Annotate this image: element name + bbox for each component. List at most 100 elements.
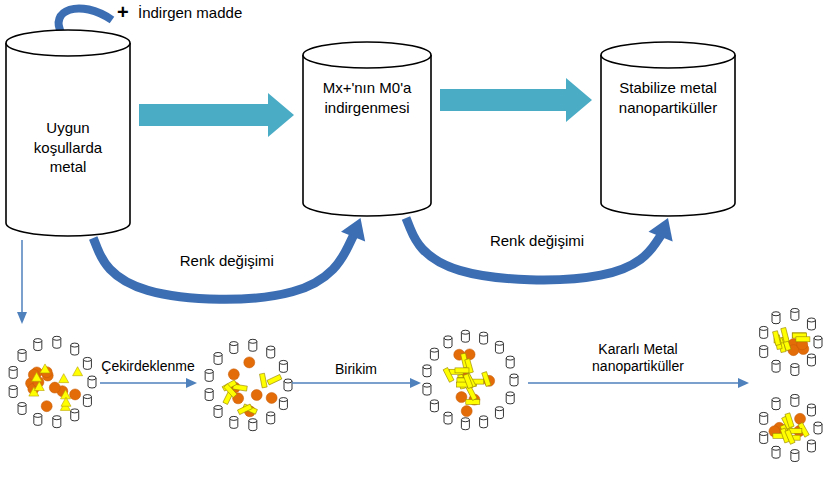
stabilizer-cylinder <box>83 395 91 407</box>
metal-ion <box>49 382 60 393</box>
step-arrow <box>528 382 740 384</box>
stabilizer-cylinder <box>760 412 768 424</box>
metal-atom <box>455 368 469 373</box>
stabilizer-cylinder <box>88 376 96 388</box>
step-arrowhead <box>738 378 749 388</box>
down-arrow <box>21 240 23 314</box>
stabilizer-cylinder <box>430 348 438 360</box>
stabilizer-cylinder <box>71 409 79 421</box>
diagram-label: + <box>117 0 129 24</box>
stabilizer-cylinder <box>791 394 799 406</box>
node-text: Stabilize metal nanopartiküller <box>610 78 726 117</box>
stabilizer-cylinder <box>205 389 213 401</box>
metal-atom <box>267 374 282 384</box>
stabilizer-cylinder <box>423 365 431 377</box>
stabilizer-cylinder <box>814 422 822 434</box>
flow-arrow <box>440 78 592 122</box>
stabilizer-cylinder <box>9 366 17 378</box>
arrowhead <box>649 218 673 241</box>
stabilizer-cylinder <box>230 416 238 428</box>
metal-atom <box>443 368 454 383</box>
metal-ion <box>251 389 262 400</box>
step-arrowhead <box>410 378 421 388</box>
stabilizer-cylinder <box>430 400 438 412</box>
diagram-label: Birikim <box>335 361 377 378</box>
stabilizer-cylinder <box>760 326 768 338</box>
stabilizer-cylinder <box>772 446 780 458</box>
stabilizer-cylinder <box>506 392 514 404</box>
edge-label: Renk değişimi <box>487 232 587 250</box>
stabilizer-cylinder <box>495 341 503 353</box>
block-arrow <box>139 93 294 137</box>
stabilizer-cylinder <box>807 404 815 416</box>
metal-atom <box>796 337 810 342</box>
stabilizer-cylinder <box>791 450 799 462</box>
stabilizer-cylinder <box>214 406 222 418</box>
reductant-triangle <box>32 372 42 381</box>
metal-atom <box>773 331 781 346</box>
reductant-triangle <box>73 367 83 376</box>
stabilizer-cylinder <box>71 343 79 355</box>
stabilizer-cylinder <box>18 403 26 415</box>
stabilizer-cylinder <box>772 360 780 372</box>
reductant-triangle <box>61 397 71 406</box>
arrowhead <box>341 218 365 241</box>
block-arrow <box>440 78 592 122</box>
stabilizer-cylinder <box>506 356 514 368</box>
particle-cluster <box>760 308 822 375</box>
metal-atom <box>224 384 237 398</box>
step-arrowhead <box>186 378 197 388</box>
stabilizer-cylinder <box>18 349 26 361</box>
stabilizer-cylinder <box>444 336 452 348</box>
particle-clusters <box>9 308 822 461</box>
metal-ion <box>41 401 52 412</box>
edge-label: Renk değişimi <box>177 252 277 270</box>
metal-ion <box>70 389 81 400</box>
flow-arrow <box>139 93 294 137</box>
particle-cluster <box>760 394 822 461</box>
cylinder-outline <box>600 42 736 216</box>
diagram-label: İndirgen madde <box>138 4 242 22</box>
flow-arrow <box>93 218 365 299</box>
reductant-triangle <box>40 364 50 373</box>
stabilizer-cylinder <box>814 336 822 348</box>
particle-cluster <box>423 330 518 430</box>
reductant-triangle <box>59 374 69 383</box>
stabilizer-cylinder <box>53 416 61 428</box>
stabilizer-cylinder <box>444 412 452 424</box>
process-cylinder: Mx+'nın M0'a indirgenmesi <box>302 42 432 216</box>
stabilizer-cylinder <box>9 386 17 398</box>
stabilizer-cylinder <box>279 360 287 372</box>
particle-cluster <box>205 339 292 430</box>
stabilizer-cylinder <box>461 330 469 342</box>
diagram-label: Çekirdeklenme <box>101 358 194 375</box>
curved-arrow <box>406 218 661 280</box>
metal-atom <box>785 429 795 444</box>
stabilizer-cylinder <box>230 342 238 354</box>
metal-atom <box>237 404 252 415</box>
stabilizer-cylinder <box>267 346 275 358</box>
curved-arrow <box>93 235 354 300</box>
cylinder-outline <box>302 42 432 216</box>
stabilizer-cylinder <box>284 379 292 391</box>
metal-ion <box>228 369 239 380</box>
metal-ion <box>266 392 277 403</box>
metal-ion <box>795 413 806 424</box>
process-cylinder: Uygun koşullarda metal <box>5 30 131 236</box>
flow-arrow <box>406 218 673 280</box>
stabilizer-cylinder <box>83 357 91 369</box>
metal-ion <box>244 357 255 368</box>
stabilizer-cylinder <box>772 398 780 410</box>
stabilizer-cylinder <box>510 374 518 386</box>
metal-atom <box>781 327 789 342</box>
metal-atom <box>463 374 473 389</box>
metal-atom <box>785 413 794 428</box>
stabilizer-cylinder <box>480 416 488 428</box>
stabilizer-cylinder <box>279 398 287 410</box>
stabilizer-cylinder <box>791 308 799 320</box>
diagram-label: Kararlı Metal nanopartiküller <box>558 341 718 375</box>
node-text: Uygun koşullarda metal <box>15 118 121 177</box>
reductant-triangle <box>34 382 44 391</box>
stabilizer-cylinder <box>423 383 431 395</box>
